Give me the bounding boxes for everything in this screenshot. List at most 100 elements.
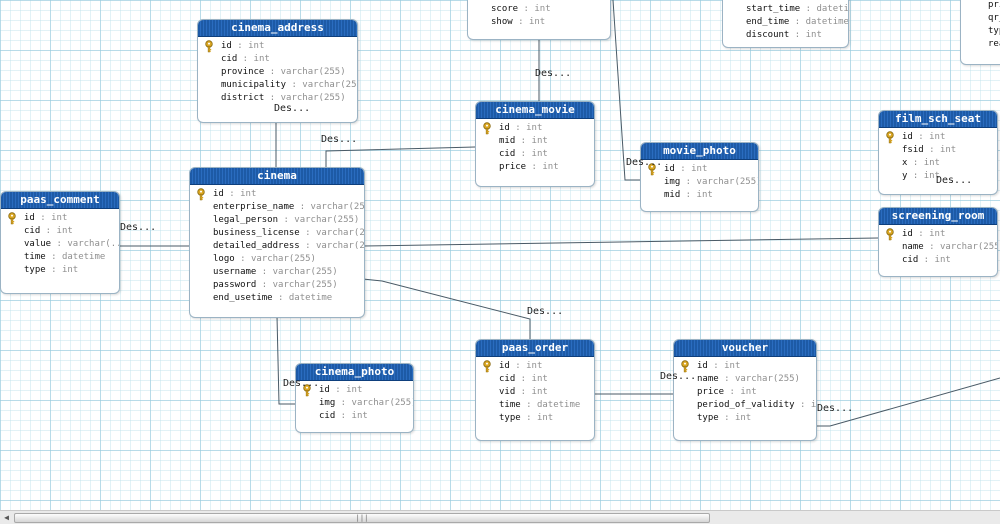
- column-row[interactable]: rea: [961, 38, 1000, 51]
- column-row[interactable]: pri: [961, 0, 1000, 12]
- column-row[interactable]: end_time : datetime: [723, 16, 848, 29]
- column-row[interactable]: discount : int: [723, 29, 848, 42]
- relation-line[interactable]: [362, 278, 531, 339]
- column-row[interactable]: cid : int: [879, 254, 997, 267]
- entity-title[interactable]: movie_photo: [641, 143, 758, 160]
- relation-label[interactable]: Des...: [283, 378, 320, 389]
- column-row[interactable]: start_time : datetime: [723, 3, 848, 16]
- column-row[interactable]: cid : int: [1, 225, 119, 238]
- relation-label[interactable]: Des...: [660, 371, 697, 382]
- column-row[interactable]: province : varchar(255): [198, 66, 357, 79]
- relation-line[interactable]: [612, 0, 640, 181]
- column-row[interactable]: business_license : varchar(255): [190, 227, 364, 240]
- column-type: int: [724, 361, 741, 371]
- column-row[interactable]: time : datetime: [476, 399, 594, 412]
- column-row[interactable]: id : int: [198, 40, 357, 53]
- entity-title[interactable]: cinema_movie: [476, 102, 594, 119]
- column-row[interactable]: id : int: [674, 360, 816, 373]
- relation-line[interactable]: [276, 315, 295, 405]
- column-row[interactable]: fsid : int: [879, 144, 997, 157]
- column-row[interactable]: end_usetime : datetime: [190, 292, 364, 305]
- column-row[interactable]: score : int: [468, 3, 610, 16]
- column-row[interactable]: legal_person : varchar(255): [190, 214, 364, 227]
- column-row[interactable]: id : int: [879, 131, 997, 144]
- relation-label[interactable]: Des...: [626, 157, 663, 168]
- entity-right-partial[interactable]: priqr_ctyprea: [960, 0, 1000, 65]
- relation-line[interactable]: [815, 377, 1000, 427]
- column-row[interactable]: municipality : varchar(255): [198, 79, 357, 92]
- column-row[interactable]: name : varchar(255): [879, 241, 997, 254]
- column-row[interactable]: type : int: [1, 264, 119, 277]
- column-row[interactable]: typ: [961, 25, 1000, 38]
- column-row[interactable]: id : int: [190, 188, 364, 201]
- column-row[interactable]: type : int: [476, 412, 594, 425]
- column-row[interactable]: value : varchar(...: [1, 238, 119, 251]
- column-row[interactable]: id : int: [296, 384, 413, 397]
- column-row[interactable]: id : int: [476, 122, 594, 135]
- column-row[interactable]: name : varchar(255): [674, 373, 816, 386]
- column-row[interactable]: x : int: [879, 157, 997, 170]
- column-row[interactable]: price : int: [476, 161, 594, 174]
- column-row[interactable]: y : int: [879, 170, 997, 183]
- column-row[interactable]: district : varchar(255): [198, 92, 357, 105]
- relation-line[interactable]: [362, 237, 879, 247]
- entity-title[interactable]: cinema_address: [198, 20, 357, 37]
- column-row[interactable]: qr_c: [961, 12, 1000, 25]
- column-row[interactable]: mid : int: [641, 189, 758, 202]
- relation-label[interactable]: Des...: [817, 403, 854, 414]
- scroll-left-arrow-icon[interactable]: ◀: [4, 513, 9, 522]
- relation-label[interactable]: Des...: [527, 306, 564, 317]
- column-row[interactable]: username : varchar(255): [190, 266, 364, 279]
- column-row[interactable]: img : varchar(255): [641, 176, 758, 189]
- column-row[interactable]: price : int: [674, 386, 816, 399]
- column-row[interactable]: mid : int: [476, 135, 594, 148]
- scrollbar-thumb[interactable]: |||: [14, 513, 710, 523]
- entity-title[interactable]: voucher: [674, 340, 816, 357]
- relation-label[interactable]: Des...: [936, 175, 973, 186]
- entity-title[interactable]: film_sch_seat: [879, 111, 997, 128]
- column-row[interactable]: img : varchar(255): [296, 397, 413, 410]
- column-row[interactable]: cid : int: [476, 148, 594, 161]
- relation-label[interactable]: Des...: [321, 134, 358, 145]
- relation-label[interactable]: Des...: [535, 68, 572, 79]
- relation-label[interactable]: Des...: [120, 222, 157, 233]
- entity-title[interactable]: paas_order: [476, 340, 594, 357]
- column-row[interactable]: cid : int: [198, 53, 357, 66]
- entity-title[interactable]: paas_comment: [1, 192, 119, 209]
- column-row[interactable]: id : int: [641, 163, 758, 176]
- column-row[interactable]: id : int: [1, 212, 119, 225]
- column-row[interactable]: id : int: [476, 360, 594, 373]
- horizontal-scrollbar[interactable]: ◀ |||: [0, 510, 1000, 524]
- column-row[interactable]: vid : int: [476, 386, 594, 399]
- relation-line[interactable]: [325, 146, 476, 167]
- column-name: discount: [746, 30, 790, 40]
- column-row[interactable]: id : int: [879, 228, 997, 241]
- column-row[interactable]: password : varchar(255): [190, 279, 364, 292]
- entity-title[interactable]: screening_room: [879, 208, 997, 225]
- entity-title[interactable]: cinema_photo: [296, 364, 413, 381]
- column-row[interactable]: cid : int: [476, 373, 594, 386]
- column-row[interactable]: cid : int: [296, 410, 413, 423]
- entity-schedule-partial[interactable]: start_time : datetimeend_time : datetime…: [722, 0, 849, 48]
- column-row[interactable]: detailed_address : varchar(255): [190, 240, 364, 253]
- entity-title[interactable]: cinema: [190, 168, 364, 185]
- column-row[interactable]: type : int: [674, 412, 816, 425]
- column-row[interactable]: period_of_validity : int: [674, 399, 816, 412]
- column-row[interactable]: enterprise_name : varchar(255): [190, 201, 364, 214]
- column-row[interactable]: logo : varchar(255): [190, 253, 364, 266]
- column-row[interactable]: show : int: [468, 16, 610, 29]
- relation-label[interactable]: Des...: [274, 103, 311, 114]
- column-row[interactable]: time : datetime: [1, 251, 119, 264]
